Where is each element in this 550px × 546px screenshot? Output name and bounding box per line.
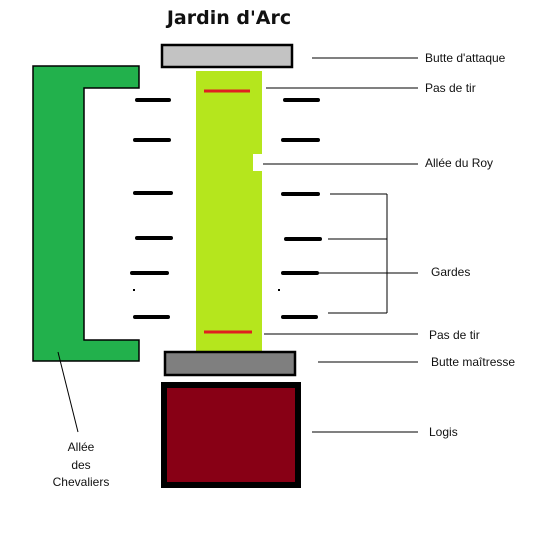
label-pas-de-tir-top: Pas de tir [425,81,476,95]
label-gardes: Gardes [431,265,470,279]
label-allee-des-chevaliers-line-3: Chevaliers [53,475,110,489]
allee-du-roy-shape [196,71,262,351]
label-pas-de-tir-bottom: Pas de tir [429,328,480,342]
label-butte-maitresse: Butte maîtresse [431,355,515,369]
logis-rect [161,382,301,488]
label-allee-des-chevaliers-line-2: des [71,458,90,472]
gardes-left-column [130,98,173,319]
label-butte-attaque: Butte d'attaque [425,51,506,65]
allee-des-chevaliers-shape [32,65,140,362]
butte-attaque-rect [160,43,294,69]
gardes-right-column [281,98,322,319]
label-logis: Logis [429,425,458,439]
diagram-title: Jardin d'Arc [165,7,291,29]
garde-dot [278,289,280,291]
garde-dot [133,289,135,291]
label-allee-des-chevaliers-line-1: Allée [68,440,95,454]
label-allee-du-roy: Allée du Roy [425,156,493,170]
leader-allee-des-chevaliers [57,351,79,433]
butte-maitresse-rect [163,350,297,377]
